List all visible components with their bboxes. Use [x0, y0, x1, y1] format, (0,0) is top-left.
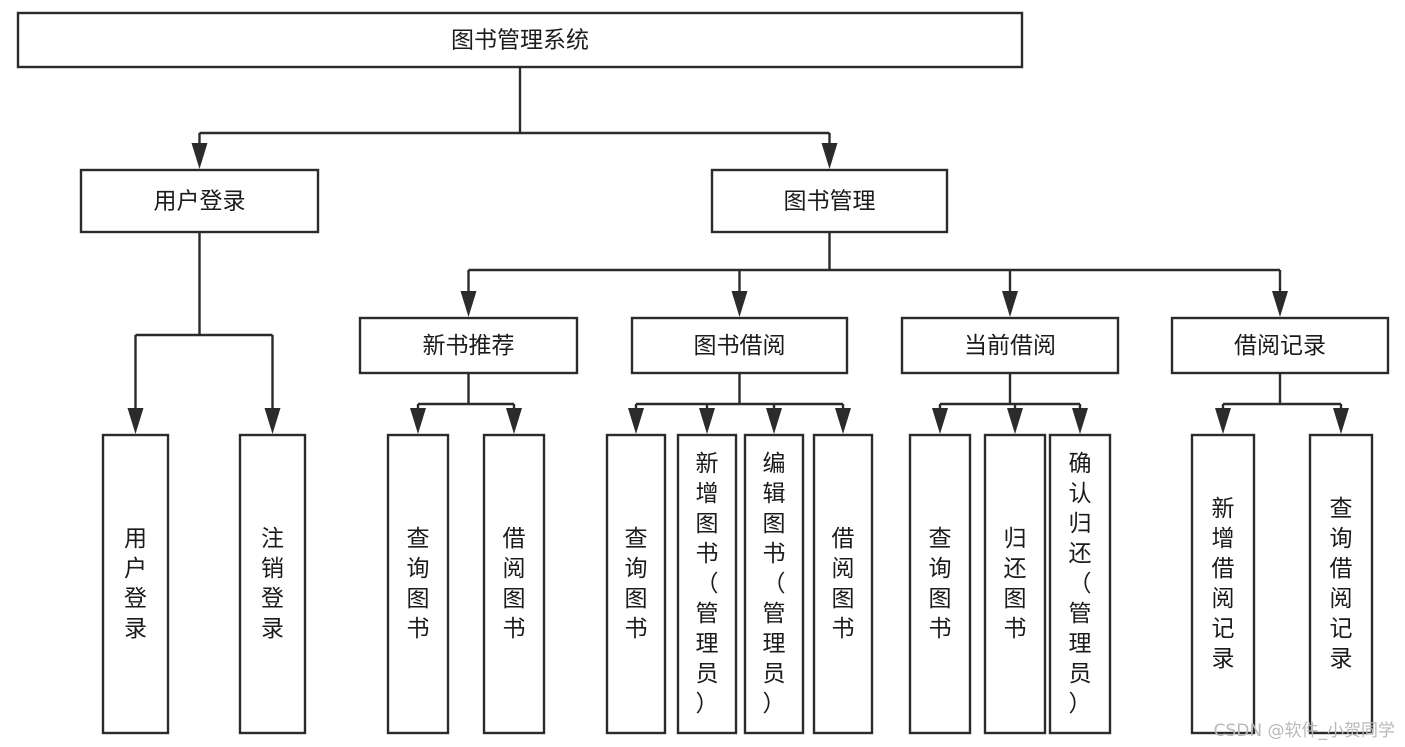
node-box[interactable]: [630, 316, 849, 375]
node-new-book-rec[interactable]: 新书推荐: [358, 316, 579, 375]
node-label: 归还图书: [1004, 526, 1027, 642]
node-box[interactable]: [79, 168, 320, 234]
edge-arrowhead-icon: [1072, 408, 1088, 434]
node-box[interactable]: [1170, 316, 1390, 375]
edge-arrowhead-icon: [766, 408, 782, 434]
node-label: 确认归还（管理员）: [1069, 451, 1092, 717]
edge-arrowhead-icon: [1007, 408, 1023, 434]
node-leaf-query-book-2[interactable]: 查询图书: [605, 433, 667, 735]
node-label: 借阅记录: [1234, 333, 1326, 359]
node-leaf-return-book[interactable]: 归还图书: [983, 433, 1047, 735]
node-box[interactable]: [676, 433, 738, 735]
edge-arrowhead-icon: [1215, 408, 1231, 434]
node-label: 查询图书: [625, 526, 648, 642]
node-label: 注销登录: [261, 526, 284, 642]
node-leaf-add-book[interactable]: 新增图书（管理员）: [676, 433, 738, 735]
node-label: 当前借阅: [964, 333, 1056, 359]
node-label: 查询图书: [929, 526, 952, 642]
node-leaf-user-login[interactable]: 用户登录: [101, 433, 170, 735]
node-box[interactable]: [101, 433, 170, 735]
node-current-borrow[interactable]: 当前借阅: [900, 316, 1120, 375]
node-label: 借阅图书: [832, 526, 855, 642]
node-box[interactable]: [358, 316, 579, 375]
node-label: 编辑图书（管理员）: [763, 451, 786, 717]
node-label: 图书管理: [784, 189, 876, 215]
node-label: 借阅图书: [503, 526, 526, 642]
node-leaf-borrow-book-2[interactable]: 借阅图书: [812, 433, 874, 735]
node-leaf-user-logout[interactable]: 注销登录: [238, 433, 307, 735]
node-box[interactable]: [1308, 433, 1374, 735]
nodes-layer: 图书管理系统用户登录图书管理新书推荐图书借阅当前借阅借阅记录用户登录注销登录查询…: [16, 11, 1390, 735]
edge-arrowhead-icon: [1002, 291, 1018, 317]
edge-arrowhead-icon: [506, 408, 522, 434]
edge-arrowhead-icon: [410, 408, 426, 434]
node-label: 新增借阅记录: [1212, 496, 1235, 672]
node-box[interactable]: [386, 433, 450, 735]
edges-layer: [127, 67, 1349, 434]
edge-group-book-manage: [460, 232, 1288, 317]
edge-arrowhead-icon: [127, 408, 144, 434]
edge-arrowhead-icon: [191, 143, 208, 169]
node-book-manage[interactable]: 图书管理: [710, 168, 949, 234]
edge-arrowhead-icon: [628, 408, 644, 434]
node-leaf-edit-book[interactable]: 编辑图书（管理员）: [743, 433, 805, 735]
node-root[interactable]: 图书管理系统: [16, 11, 1024, 69]
edge-group-user-login: [127, 232, 281, 434]
node-borrow-record[interactable]: 借阅记录: [1170, 316, 1390, 375]
node-box[interactable]: [743, 433, 805, 735]
edge-group-borrow-record: [1215, 373, 1349, 434]
edge-group-book-borrow: [628, 373, 851, 434]
node-leaf-borrow-book-1[interactable]: 借阅图书: [482, 433, 546, 735]
node-label: 用户登录: [154, 189, 246, 215]
node-label: 新增图书（管理员）: [696, 451, 719, 717]
edge-arrowhead-icon: [1272, 291, 1288, 317]
node-box[interactable]: [1048, 433, 1112, 735]
node-label: 查询图书: [407, 526, 430, 642]
edge-arrowhead-icon: [264, 408, 281, 434]
node-box[interactable]: [710, 168, 949, 234]
edge-arrowhead-icon: [460, 291, 477, 317]
node-box[interactable]: [1190, 433, 1256, 735]
node-leaf-query-book-3[interactable]: 查询图书: [908, 433, 972, 735]
node-label: 查询借阅记录: [1330, 496, 1353, 672]
node-leaf-confirm-return[interactable]: 确认归还（管理员）: [1048, 433, 1112, 735]
node-box[interactable]: [482, 433, 546, 735]
node-book-borrow[interactable]: 图书借阅: [630, 316, 849, 375]
node-box[interactable]: [812, 433, 874, 735]
edge-arrowhead-icon: [699, 408, 715, 434]
node-user-login[interactable]: 用户登录: [79, 168, 320, 234]
edge-group-root: [191, 67, 838, 169]
node-box[interactable]: [605, 433, 667, 735]
node-box[interactable]: [983, 433, 1047, 735]
edge-arrowhead-icon: [835, 408, 851, 434]
node-label: 用户登录: [124, 526, 147, 642]
node-label: 新书推荐: [423, 333, 515, 359]
edge-group-new-book-rec: [410, 373, 522, 434]
node-leaf-query-book-1[interactable]: 查询图书: [386, 433, 450, 735]
node-label: 图书管理系统: [451, 28, 589, 54]
node-box[interactable]: [908, 433, 972, 735]
node-box[interactable]: [900, 316, 1120, 375]
node-leaf-add-record[interactable]: 新增借阅记录: [1190, 433, 1256, 735]
node-label: 图书借阅: [694, 333, 786, 359]
edge-arrowhead-icon: [932, 408, 948, 434]
edge-group-current-borrow: [932, 373, 1088, 434]
edge-arrowhead-icon: [731, 291, 748, 317]
node-box[interactable]: [238, 433, 307, 735]
edge-arrowhead-icon: [821, 143, 838, 169]
node-leaf-query-record[interactable]: 查询借阅记录: [1308, 433, 1374, 735]
node-box[interactable]: [16, 11, 1024, 69]
edge-arrowhead-icon: [1333, 408, 1349, 434]
